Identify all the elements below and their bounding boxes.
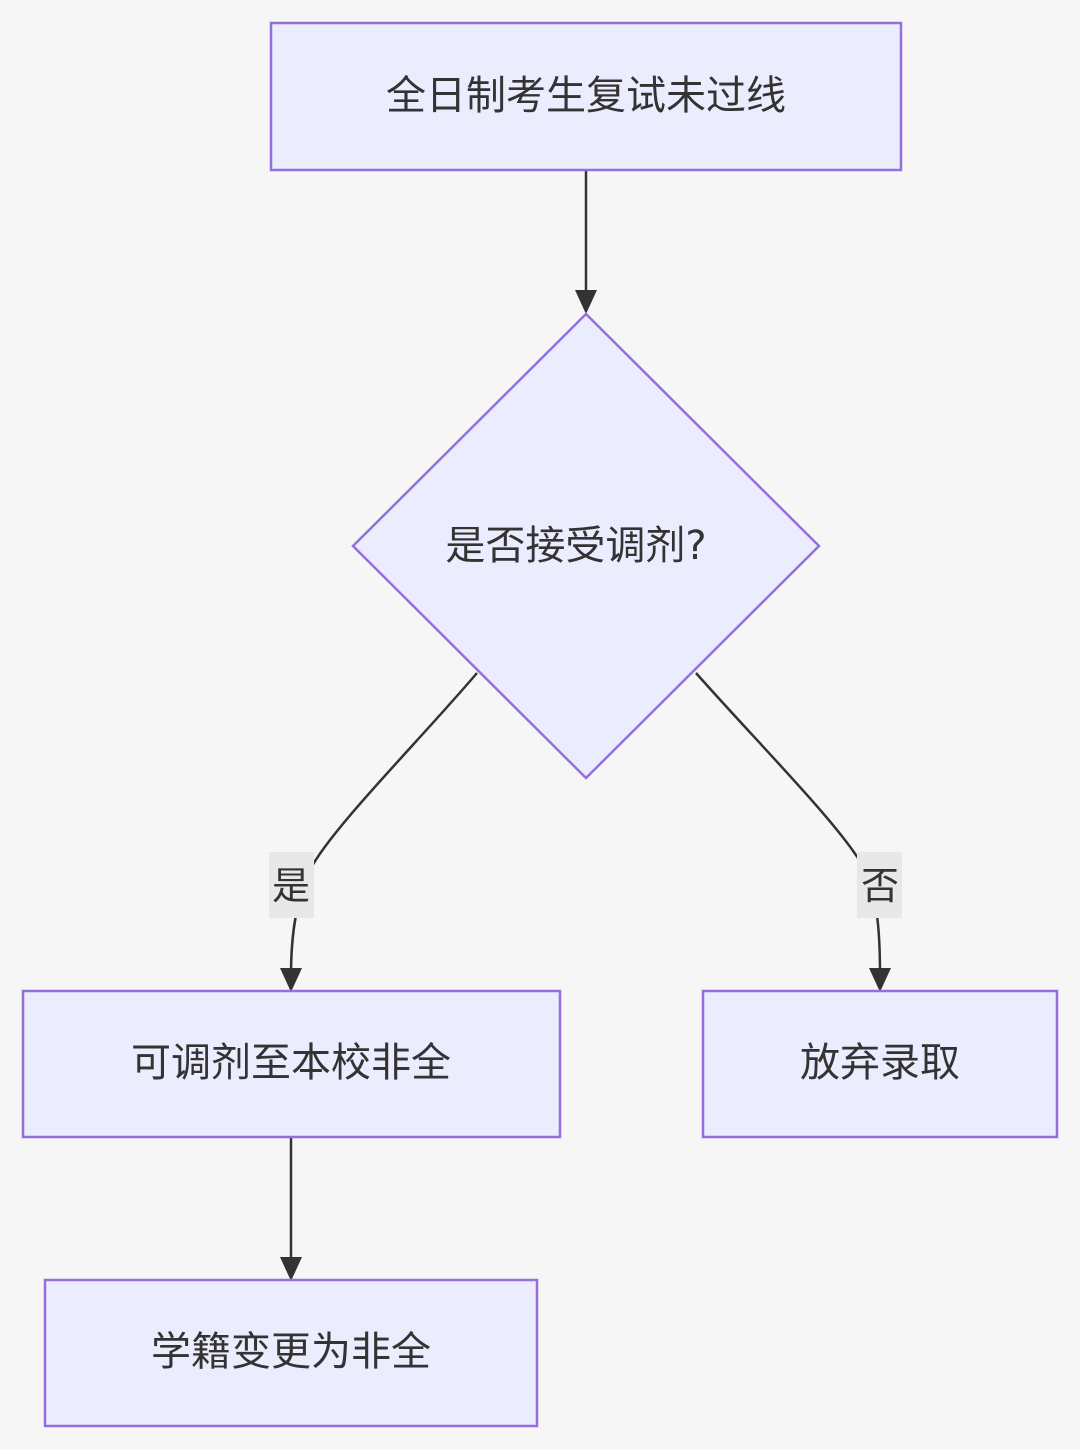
edge-start-to-decision (575, 170, 597, 314)
node-decision-label: 是否接受调剂? (445, 523, 706, 569)
node-decision-diamond (351, 312, 821, 780)
edge-curve-no (695, 672, 882, 976)
arrowhead-icon (575, 290, 597, 314)
node-change-status-label: 学籍变更为非全 (151, 1329, 431, 1375)
edge-label-yes-text: 是 (272, 864, 310, 908)
edge-label-no-bg (857, 852, 902, 918)
node-change-status: 学籍变更为非全 (43, 1278, 539, 1428)
node-change-status-box (43, 1278, 539, 1428)
node-abandon: 放弃录取 (701, 989, 1059, 1139)
edge-decision-to-adjust (280, 672, 478, 992)
edge-label-yes: 是 (269, 852, 314, 918)
node-decision: 是否接受调剂? (351, 312, 821, 780)
edge-decision-to-abandon (695, 672, 891, 992)
edge-label-no-text: 否 (861, 864, 899, 908)
node-adjust-label: 可调剂至本校非全 (131, 1040, 451, 1086)
node-start-label: 全日制考生复试未过线 (386, 73, 786, 119)
edge-label-yes-bg (269, 852, 314, 918)
edge-curve-yes (289, 672, 478, 976)
arrowhead-icon (280, 968, 302, 992)
arrowhead-icon (869, 968, 891, 992)
node-adjust: 可调剂至本校非全 (21, 989, 562, 1139)
arrowhead-icon (280, 1257, 302, 1281)
node-abandon-label: 放弃录取 (800, 1040, 960, 1086)
edge-adjust-to-change-status (280, 1137, 302, 1281)
node-start: 全日制考生复试未过线 (269, 21, 903, 172)
node-start-box (269, 21, 903, 172)
node-abandon-box (701, 989, 1059, 1139)
node-adjust-box (21, 989, 562, 1139)
edge-label-no: 否 (857, 852, 902, 918)
